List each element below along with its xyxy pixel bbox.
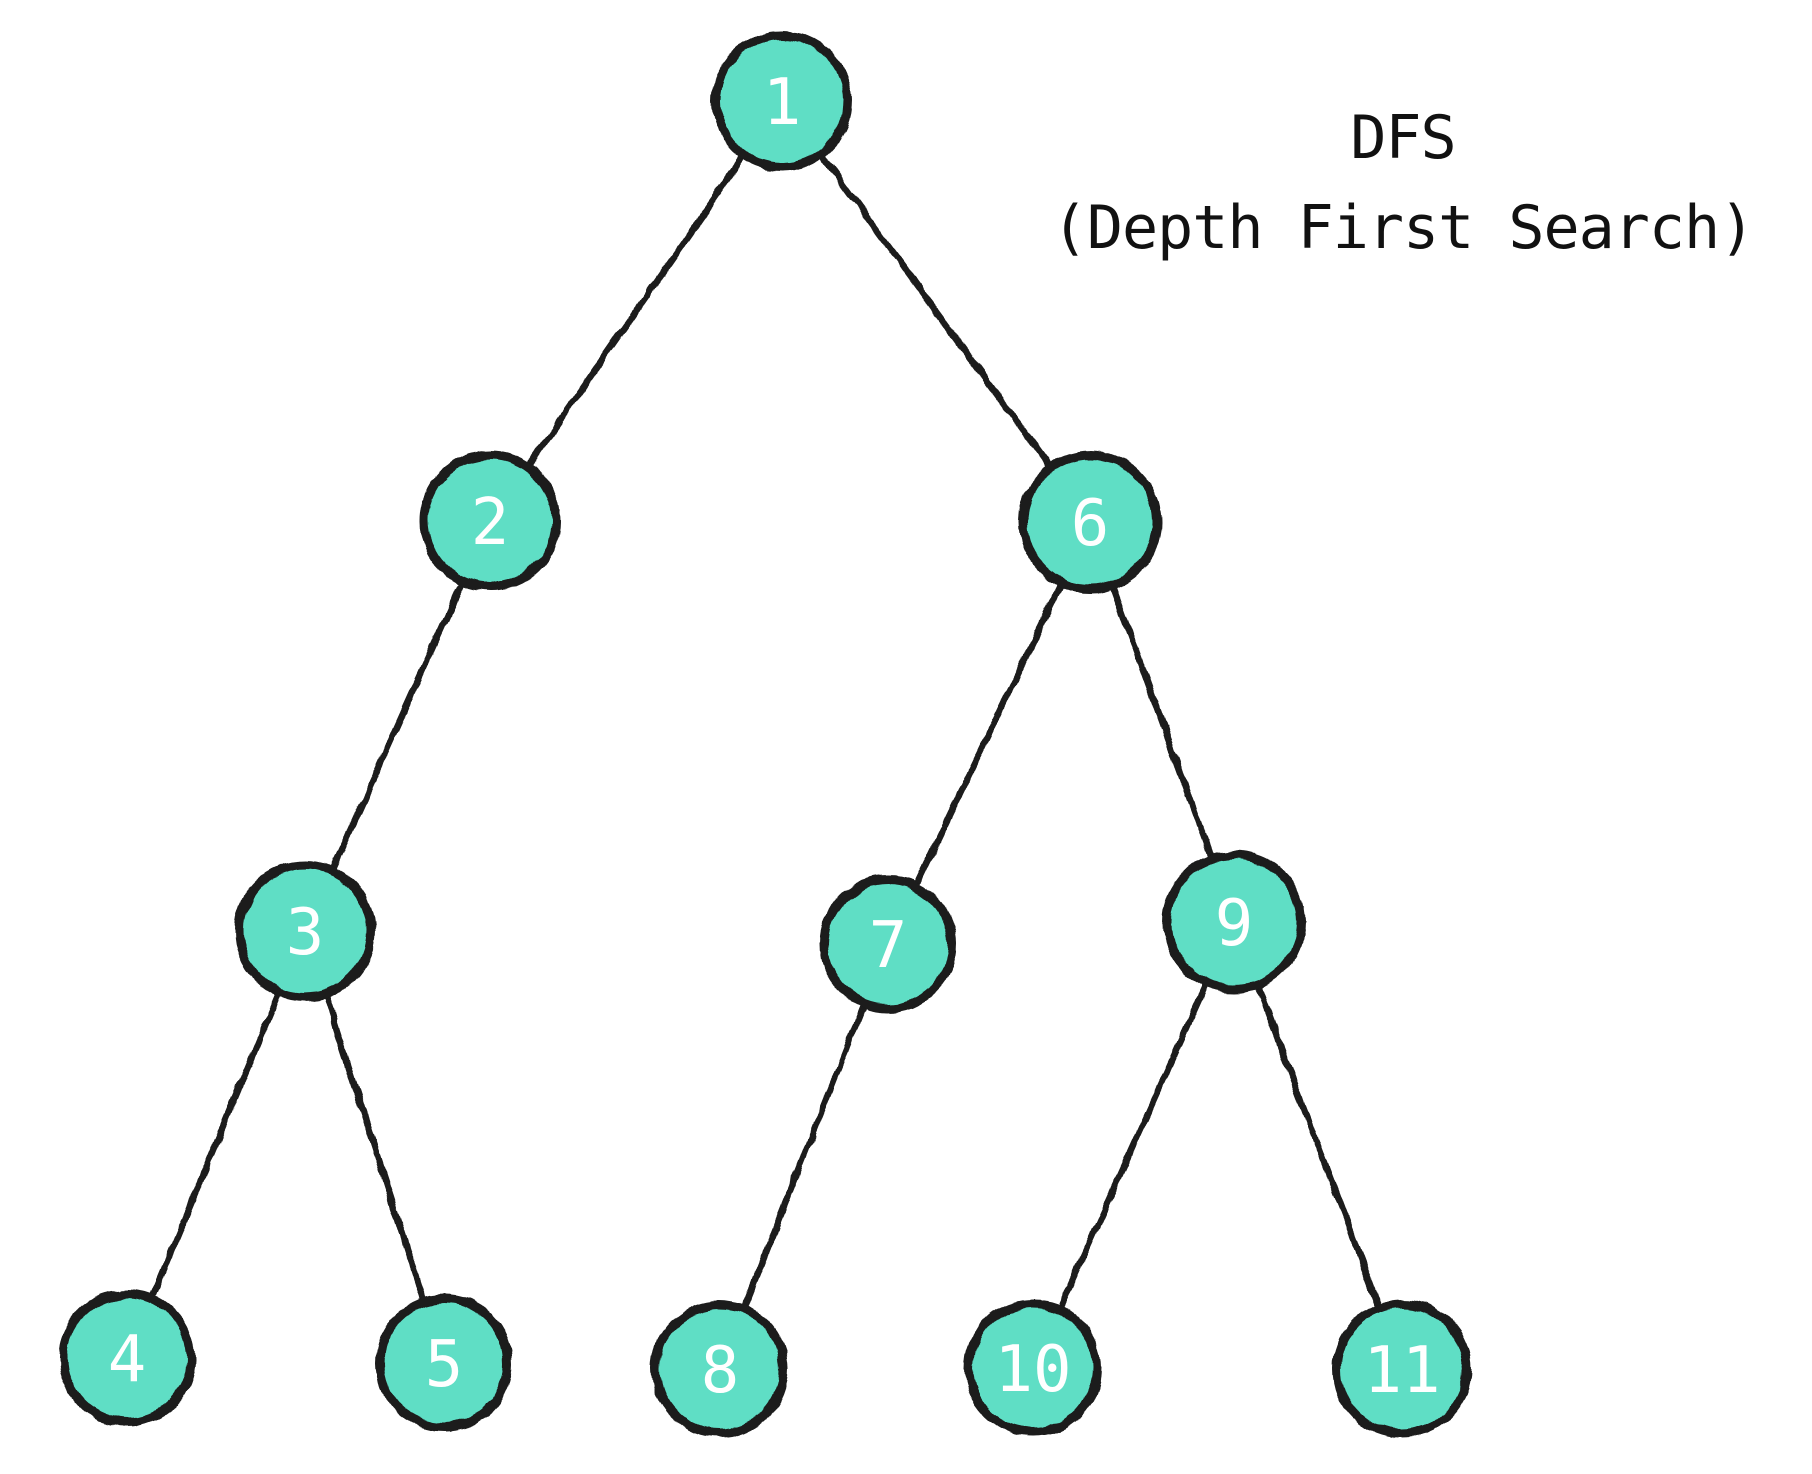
tree-node-circle-2	[419, 450, 561, 592]
tree-edge-2-3	[301, 517, 494, 935]
tree-edge-9-10	[1029, 918, 1238, 1372]
tree-node-label-5: 5	[425, 1328, 464, 1402]
tree-node-labels: 1 2 6 3 7 9 4 5 8 10 11	[108, 66, 1441, 1408]
tree-node-label-4: 4	[108, 1323, 147, 1397]
tree-edge-9-11	[1230, 918, 1406, 1373]
tree-node-label-10: 10	[994, 1333, 1071, 1407]
tree-node-circle-6	[1018, 450, 1162, 594]
tree-edge-3-4	[123, 927, 309, 1362]
tree-node-label-6: 6	[1071, 487, 1110, 561]
tree-node-label-7: 7	[869, 909, 908, 983]
tree-node-circle-10	[964, 1299, 1102, 1437]
tree-node-circle-7	[819, 875, 957, 1013]
tree-node-label-9: 9	[1215, 887, 1254, 961]
tree-node-circles	[58, 30, 1472, 1439]
tree-edge-6-7	[884, 518, 1094, 948]
tree-node-label-2: 2	[471, 486, 510, 560]
tree-edge-3-5	[301, 927, 448, 1367]
tree-node-label-1: 1	[763, 66, 802, 140]
tree-node-circle-4	[58, 1289, 196, 1427]
diagram-title-line2: (Depth First Search)	[1052, 193, 1754, 263]
tree-edge-1-6	[778, 97, 1094, 526]
tree-node-label-8: 8	[701, 1334, 740, 1408]
tree-node-circle-8	[651, 1300, 789, 1438]
tree-node-circle-11	[1332, 1299, 1472, 1439]
tree-node-circle-3	[234, 860, 376, 1002]
tree-node-circle-9	[1162, 850, 1306, 994]
tree-node-circle-1	[711, 30, 853, 172]
tree-node-circle-5	[375, 1294, 513, 1432]
tree-edges	[123, 97, 1406, 1373]
tree-edge-7-8	[716, 940, 892, 1373]
tree-edge-1-2	[486, 97, 786, 525]
tree-node-label-11: 11	[1363, 1334, 1440, 1408]
diagram-title-line1: DFS	[1350, 103, 1455, 173]
tree-node-label-3: 3	[286, 896, 325, 970]
